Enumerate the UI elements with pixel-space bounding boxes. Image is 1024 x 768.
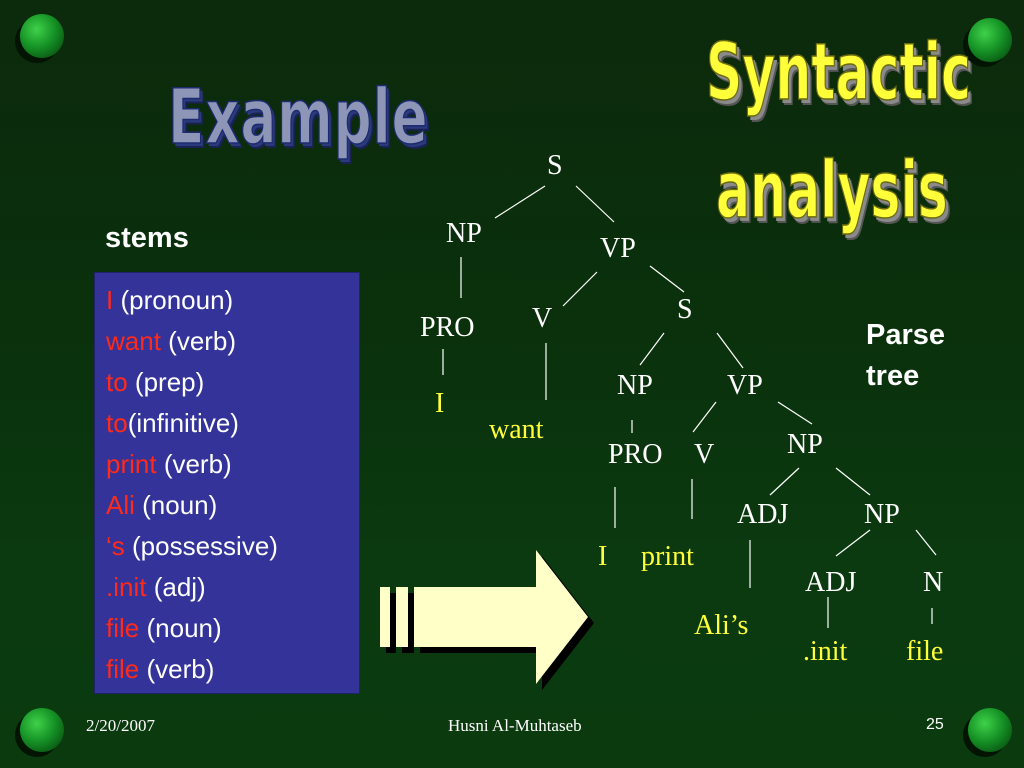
leaf-print: print (641, 541, 694, 572)
title-syntactic: Syntactic (705, 27, 971, 119)
node-np: NP (446, 218, 482, 249)
node-vp: VP (600, 233, 636, 264)
parse-label-line2: tree (866, 360, 920, 392)
stem-row: Ali (noun) (106, 490, 217, 521)
stem-row: file (verb) (106, 654, 214, 685)
node-np: NP (787, 429, 823, 460)
leaf-i: I (598, 541, 607, 572)
stem-row: I (pronoun) (106, 285, 233, 316)
stem-row: want (verb) (106, 326, 236, 357)
stem-tag: (noun) (146, 613, 222, 643)
stem-row: to (prep) (106, 367, 204, 398)
node-v: V (694, 439, 714, 470)
stem-tag: (adj) (153, 572, 206, 602)
parse-tree-label: Parse tree (866, 315, 986, 397)
stem-tag: (prep) (134, 367, 205, 397)
stem-word: file (106, 613, 140, 643)
node-n: N (923, 567, 943, 598)
stem-tag: (verb) (168, 326, 237, 356)
stem-word: ‘s (106, 531, 125, 561)
node-vp: VP (727, 370, 763, 401)
stems-label: stems (105, 222, 189, 254)
tree-node-labels: S NP VP PRO V S NP VP PRO V NP ADJ NP AD… (420, 150, 943, 598)
stem-row: to(infinitive) (106, 408, 239, 439)
stem-word: to (106, 408, 128, 438)
node-s: S (547, 150, 563, 181)
stems-list: I (pronoun) want (verb) to (prep) to(inf… (94, 272, 360, 694)
node-np: NP (617, 370, 653, 401)
stem-tag: (pronoun) (120, 285, 234, 315)
stem-word: Ali (106, 490, 135, 520)
corner-dot-bottom-left (20, 708, 64, 752)
leaf-want: want (489, 414, 544, 445)
leaf-alis: Ali’s (694, 610, 748, 641)
parse-label-line1: Parse (866, 319, 946, 351)
footer-author: Husni Al-Muhtaseb (448, 716, 582, 735)
stem-row: ‘s (possessive) (106, 531, 278, 562)
stem-tag: (infinitive) (127, 408, 239, 438)
stem-word: to (106, 367, 128, 397)
corner-dot-bottom-right (968, 708, 1012, 752)
footer-date: 2/20/2007 (86, 716, 155, 735)
stem-tag: (verb) (163, 449, 232, 479)
leaf-i: I (435, 388, 444, 419)
stem-row: file (noun) (106, 613, 222, 644)
node-pro: PRO (608, 439, 662, 470)
stem-tag: (noun) (142, 490, 218, 520)
title-example: Example (167, 71, 429, 162)
stem-tag: (verb) (146, 654, 215, 684)
leaf-init: .init (803, 636, 848, 667)
node-np: NP (864, 499, 900, 530)
stem-tag: (possessive) (132, 531, 278, 561)
tree-edges (442, 185, 937, 628)
node-v: V (532, 303, 552, 334)
node-pro: PRO (420, 312, 474, 343)
tree-leaf-labels: I want I print Ali’s .init file (435, 388, 943, 667)
node-s: S (677, 294, 693, 325)
stem-word: print (106, 449, 157, 479)
stem-row: print (verb) (106, 449, 232, 480)
stem-word: I (106, 285, 114, 315)
corner-dot-top-left (20, 14, 64, 58)
node-adj: ADJ (805, 567, 856, 598)
stem-word: file (106, 654, 140, 684)
leaf-file: file (906, 636, 943, 667)
node-adj: ADJ (737, 499, 788, 530)
corner-dot-top-right (968, 18, 1012, 62)
stem-word: want (106, 326, 161, 356)
stem-row: .init (adj) (106, 572, 206, 603)
stem-word: .init (106, 572, 147, 602)
title-analysis: analysis (715, 145, 948, 237)
right-arrow-icon (380, 550, 594, 690)
footer-page-number: 25 (926, 716, 944, 733)
